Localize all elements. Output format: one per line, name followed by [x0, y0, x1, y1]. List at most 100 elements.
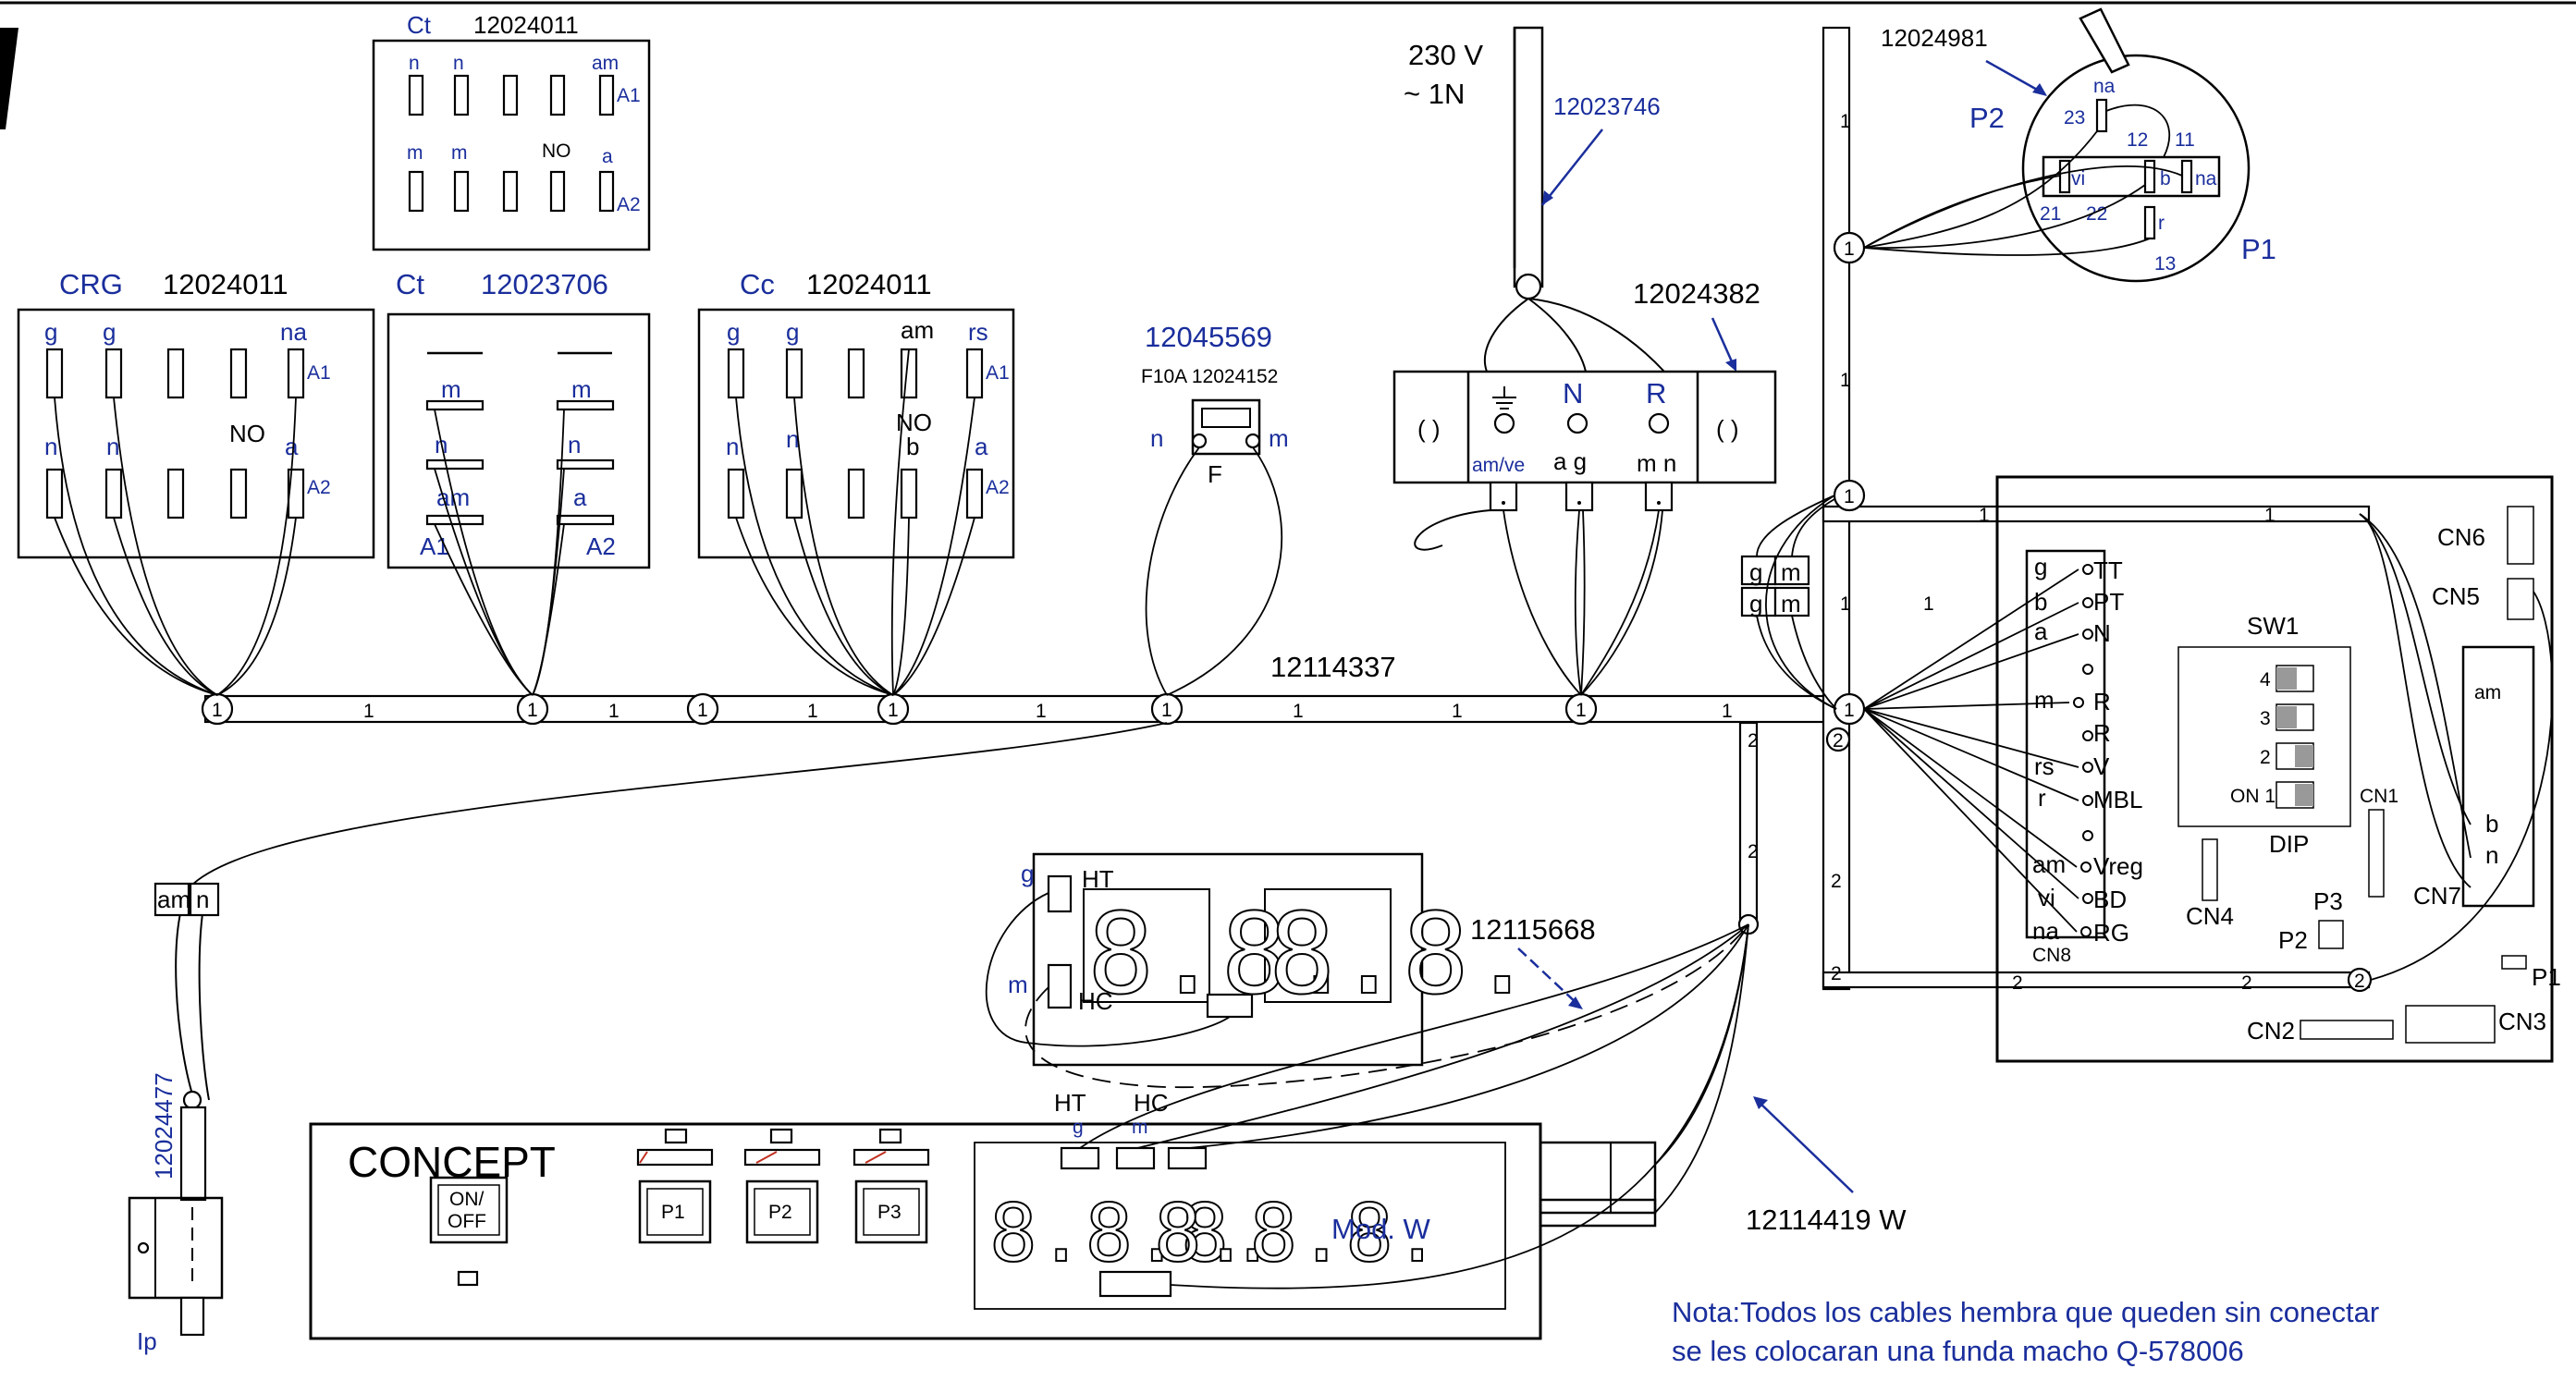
svg-text:g: g [1021, 860, 1034, 887]
svg-text:m: m [2034, 686, 2055, 714]
crg-title: CRG [59, 268, 123, 300]
harness-nodes: 1 1 1 1 1 1 1 1 1 2 2 [201, 231, 2373, 993]
svg-text:Vreg: Vreg [2093, 852, 2143, 880]
svg-text:2: 2 [1831, 871, 1842, 892]
svg-text:F: F [1208, 460, 1222, 488]
svg-text:2: 2 [1831, 963, 1842, 984]
svg-text:am: am [157, 886, 190, 913]
svg-text:m: m [571, 375, 592, 403]
svg-text:( ): ( ) [1716, 415, 1739, 443]
svg-text:r: r [2038, 784, 2046, 812]
on-off-button[interactable] [429, 1176, 509, 1244]
ct-top-title: Ct [407, 11, 432, 39]
fuse-code: 12045569 [1145, 321, 1272, 353]
cn6-label: CN6 [2437, 523, 2485, 551]
svg-text:m: m [1781, 590, 1801, 617]
cn7-label: CN7 [2413, 882, 2461, 910]
svg-text:1: 1 [1840, 111, 1851, 132]
sw1-label: SW1 [2247, 612, 2299, 640]
svg-text:PT: PT [2093, 588, 2124, 616]
svg-text:na: na [2093, 76, 2116, 97]
line-label: R [1646, 377, 1666, 409]
gm-block: g m g m [1740, 495, 1837, 710]
connector-ct-12023706: Ct 12023706 m m n n am a A1 A2 [386, 268, 651, 569]
fuse-spec: F10A 12024152 [1141, 366, 1278, 387]
svg-text:4: 4 [2260, 669, 2271, 690]
svg-text:b: b [2485, 810, 2498, 837]
panel-model: Mod. W [1331, 1213, 1431, 1245]
p2-button[interactable] [745, 1179, 819, 1244]
svg-text:1: 1 [1844, 486, 1855, 507]
svg-text:1: 1 [1722, 701, 1733, 722]
svg-text:1: 1 [363, 701, 374, 722]
svg-text:b: b [2034, 588, 2047, 616]
p3-button[interactable] [854, 1179, 928, 1244]
probe-label: Ip [137, 1327, 157, 1355]
dip-label: DIP [2269, 830, 2309, 858]
pressostat-p2: P2 [1969, 102, 2005, 134]
svg-text:21: 21 [2040, 203, 2061, 225]
svg-text:( ): ( ) [1417, 415, 1441, 443]
cc-title: Cc [740, 268, 775, 300]
p1-button[interactable] [638, 1179, 712, 1244]
svg-text:na: na [2032, 917, 2059, 945]
svg-text:m: m [1269, 424, 1289, 452]
svg-text:1: 1 [527, 700, 538, 721]
pcb-board: CN8 g b a m rs r am vi na TT PT N R R V … [1863, 475, 2561, 1063]
svg-text:2: 2 [2241, 972, 2252, 994]
dip-switch: 4 3 2 ON 1 [2230, 665, 2314, 809]
display-cable-code: 12115668 [1470, 913, 1596, 946]
display-small: g HT m HC 8.8. 8.8. [985, 852, 1749, 1089]
svg-text:m: m [451, 142, 468, 164]
svg-text:A2: A2 [986, 477, 1010, 498]
cn8-signal-labels: TT PT N R R V MBL Vreg BD RG [2093, 556, 2143, 947]
svg-text:a: a [285, 433, 299, 460]
svg-text:12: 12 [2127, 129, 2148, 151]
svg-text:m: m [1008, 971, 1028, 998]
svg-text:RG: RG [2093, 919, 2129, 947]
svg-text:b: b [906, 433, 919, 460]
cn2-label: CN2 [2247, 1017, 2295, 1045]
power-phase: ~ 1N [1404, 78, 1465, 110]
svg-text:1: 1 [888, 700, 899, 721]
svg-text:n: n [568, 431, 581, 458]
svg-text:V: V [2093, 752, 2110, 780]
svg-text:am: am [901, 316, 934, 344]
svg-text:2: 2 [2012, 972, 2023, 994]
svg-text:A1: A1 [617, 85, 641, 106]
svg-text:n: n [1150, 424, 1163, 452]
cn5-label: CN5 [2432, 582, 2480, 610]
svg-text:P1: P1 [661, 1202, 685, 1223]
note-line-2: se les colocaran una funda macho Q-57800… [1672, 1335, 2244, 1367]
svg-text:1: 1 [212, 700, 223, 721]
panel-digits-left: 8.8.8. [989, 1188, 1277, 1280]
svg-text:ON/: ON/ [449, 1189, 485, 1210]
ct-top-code: 12024011 [473, 11, 579, 39]
svg-text:1: 1 [1923, 593, 1934, 615]
svg-text:1: 1 [1840, 370, 1851, 391]
pressostat-code: 12024981 [1881, 24, 1988, 52]
harness-segment-labels: 1 1 1 1 1 1 1 1 1 1 1 1 1 2 2 2 2 2 2 [363, 111, 2275, 994]
svg-text:n: n [106, 433, 119, 460]
p3-label: P3 [2313, 887, 2343, 915]
probe: am n 12024477 Ip [128, 882, 224, 1355]
cn4-label: CN4 [2186, 902, 2234, 930]
svg-text:3: 3 [2260, 708, 2271, 729]
svg-text:a: a [2034, 617, 2048, 645]
svg-text:n: n [44, 433, 57, 460]
svg-text:NO: NO [542, 141, 571, 162]
svg-text:n: n [726, 433, 739, 460]
svg-text:P2: P2 [768, 1202, 792, 1223]
note-line-1: Nota:Todos los cables hembra que queden … [1672, 1296, 2379, 1328]
earth-label: am/ve [1472, 455, 1525, 476]
svg-text:a: a [602, 146, 613, 167]
pressostat-p1: P1 [2241, 233, 2276, 265]
connector-wires [54, 348, 1663, 888]
fuse: 12045569 F10A 12024152 n m F [1141, 321, 1289, 488]
cn8-pins: g b a m rs r am vi na [2032, 553, 2093, 945]
svg-text:R: R [2093, 688, 2111, 715]
svg-text:1: 1 [1161, 700, 1172, 721]
svg-text:A1: A1 [986, 362, 1010, 384]
crg-code: 12024011 [163, 268, 288, 300]
svg-text:2: 2 [1748, 730, 1759, 752]
